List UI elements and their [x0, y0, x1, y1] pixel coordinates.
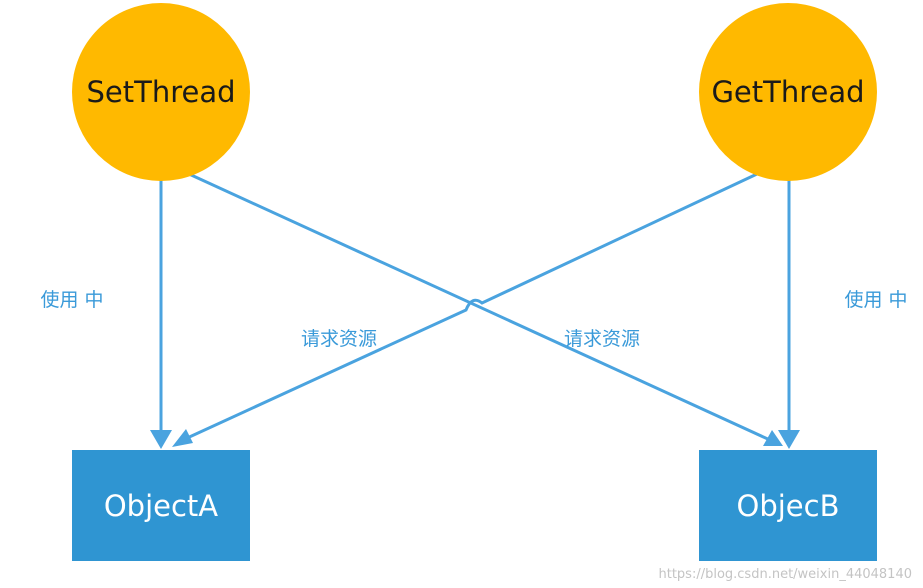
arrowhead-set-thread-to-object-a [150, 430, 172, 449]
edge-label-get-thread-to-object-b: 使用 中 [844, 289, 907, 311]
edge-label-set-thread-to-object-b: 请求资源 [564, 328, 640, 350]
get-thread-circle [699, 3, 877, 181]
node-set-thread: SetThread [72, 3, 250, 181]
arrowhead-get-thread-to-object-a [172, 429, 193, 447]
edge-get-thread-to-object-a [184, 172, 758, 441]
object-b-label: ObjecB [737, 489, 840, 523]
object-b-box [699, 450, 877, 561]
get-thread-label: GetThread [711, 75, 864, 109]
object-a-box [72, 450, 250, 561]
arrowhead-set-thread-to-object-b [763, 430, 783, 446]
set-thread-label: SetThread [86, 75, 235, 109]
edge-set-thread-to-object-b [188, 172, 771, 442]
edge-label-get-thread-to-object-a: 请求资源 [301, 328, 377, 350]
arrowhead-get-thread-to-object-b [778, 430, 800, 449]
node-object-b: ObjecB [699, 450, 877, 561]
edge-label-set-thread-to-object-a: 使用 中 [40, 289, 103, 311]
node-get-thread: GetThread [699, 3, 877, 181]
node-object-a: ObjectA [72, 450, 250, 561]
set-thread-circle [72, 3, 250, 181]
object-a-label: ObjectA [104, 489, 218, 523]
watermark-text: https://blog.csdn.net/weixin_44048140 [658, 567, 912, 582]
